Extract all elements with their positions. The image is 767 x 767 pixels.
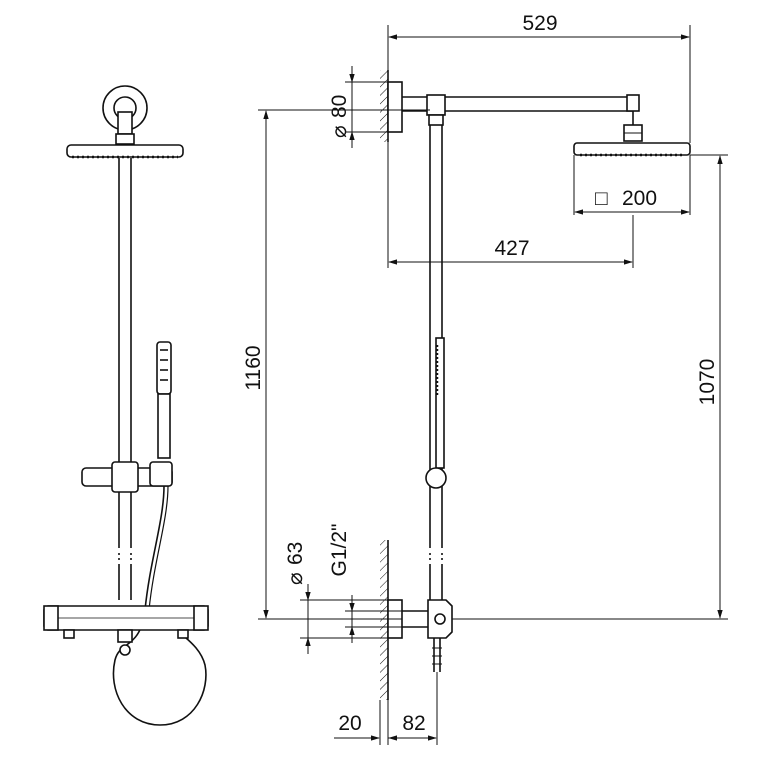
front-inlet-right (177, 629, 189, 639)
dim-1070-label: 1070 (696, 359, 719, 406)
front-outlet (117, 629, 133, 643)
front-arm-nut (115, 133, 135, 145)
front-view (43, 85, 209, 726)
dim-63-symbol: ⌀ (284, 572, 307, 585)
side-shower-head (573, 142, 691, 156)
dim-80-symbol: ⌀ (328, 125, 351, 138)
dim-427-label: 427 (494, 237, 529, 260)
side-arm-elbow (626, 94, 640, 112)
dim-200-label: 200 (622, 187, 657, 210)
front-arm-neck (117, 111, 133, 135)
side-upper-wall (380, 70, 388, 142)
dim-529-label: 529 (522, 12, 557, 35)
side-upper-flange (387, 81, 403, 133)
dim-82-label: 82 (402, 712, 425, 735)
front-shower-head (66, 144, 184, 158)
front-hand-shower-handle (157, 393, 171, 459)
front-hose (112, 485, 207, 726)
dim-1160-label: 1160 (242, 345, 265, 390)
front-riser-break (118, 553, 132, 560)
side-arm-joint (426, 94, 446, 116)
front-inlet-left (63, 629, 75, 639)
side-lower-wall (380, 540, 388, 700)
dim-80-label: 80 (328, 95, 351, 118)
dim-20-label: 20 (338, 712, 361, 735)
side-view (380, 70, 691, 700)
dim-g12-label: G1/2" (328, 524, 351, 577)
dimension-lines (258, 25, 728, 745)
dim-200-symbol: □ (595, 187, 608, 210)
side-slider-knob (425, 467, 447, 489)
dim-63-label: 63 (284, 542, 307, 565)
dimension-labels: 529 ⌀ 80 1160 □ 200 427 1070 ⌀ 63 G1/2" … (242, 12, 719, 735)
